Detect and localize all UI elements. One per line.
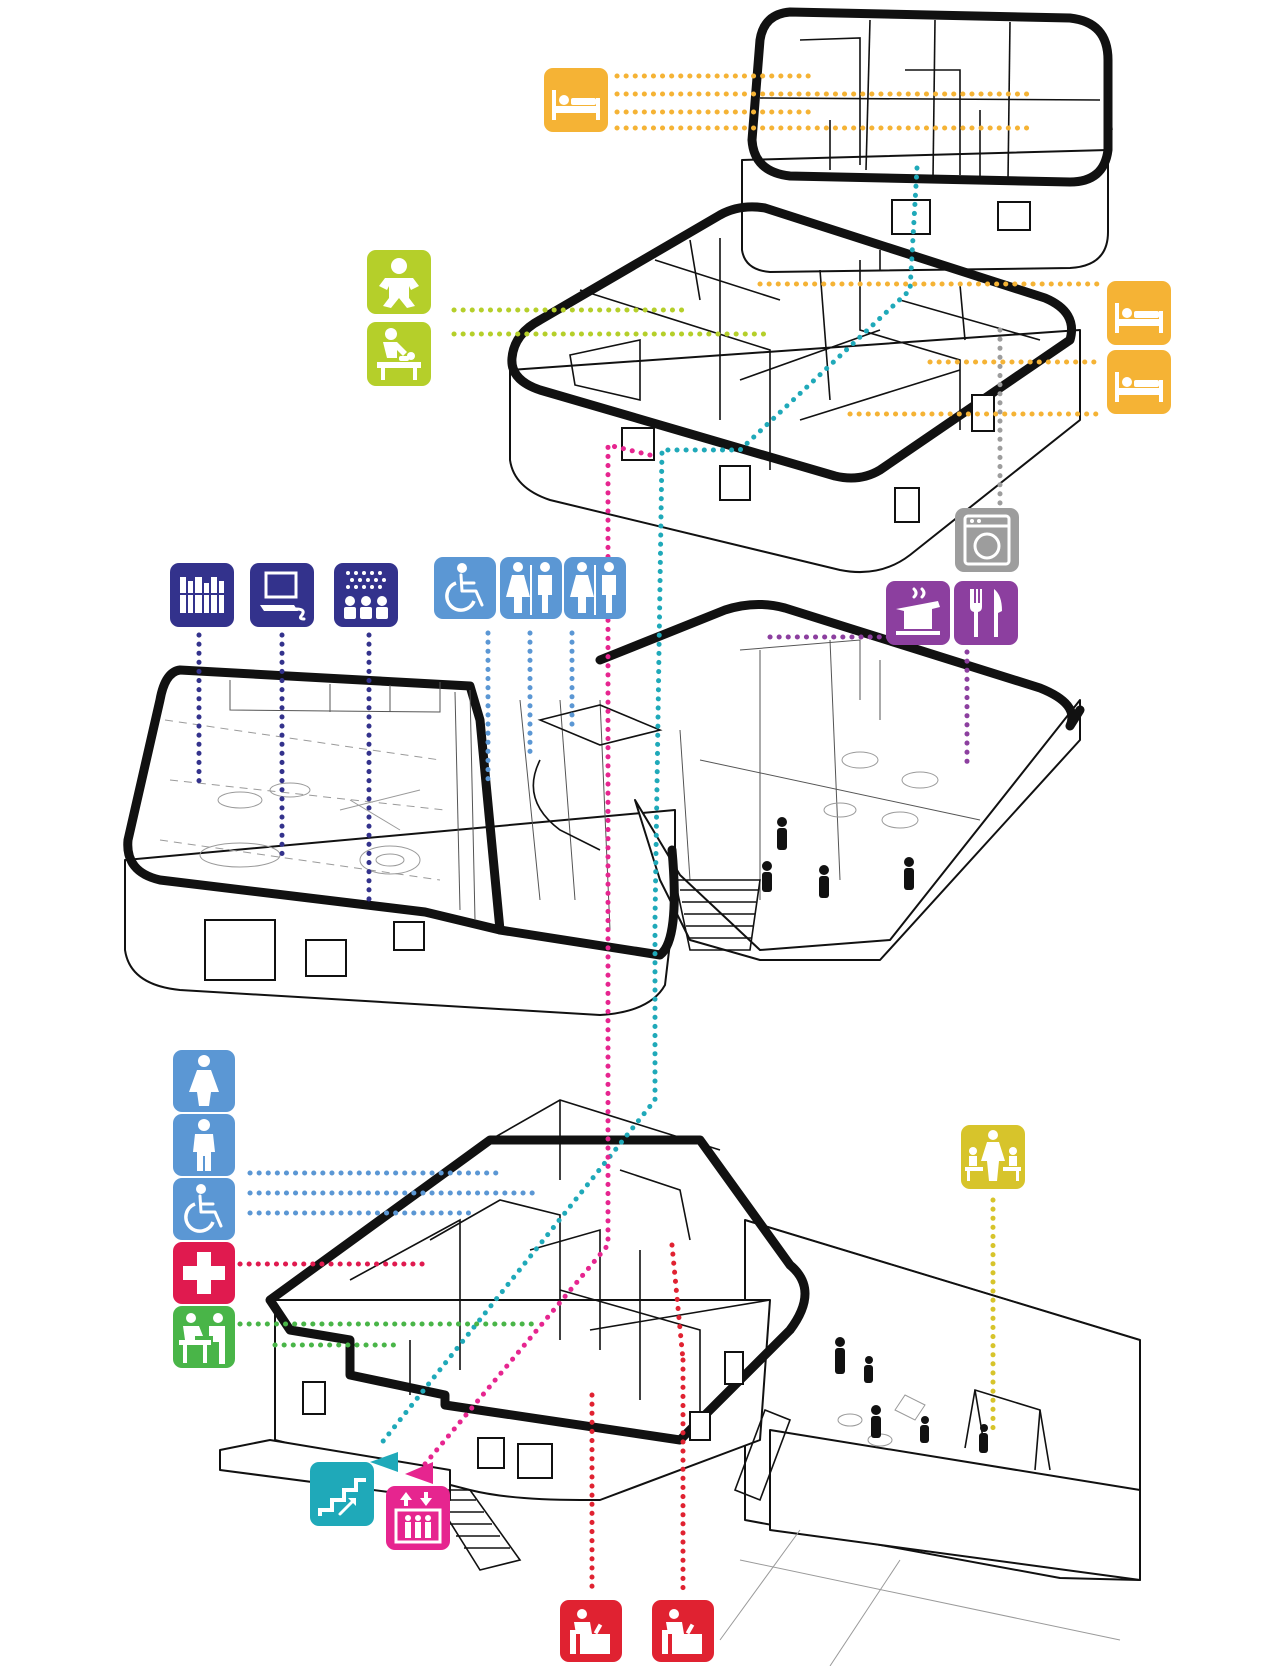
window (894, 487, 920, 523)
window (477, 1437, 505, 1469)
window (689, 1411, 711, 1441)
first-aid-cross-icon (173, 1242, 235, 1304)
window (891, 199, 931, 235)
lift-icon (386, 1486, 450, 1550)
window (997, 201, 1031, 231)
top-floor-volume (741, 7, 1113, 273)
reception-desk-icon (560, 1600, 622, 1662)
leader-bedroom-top (614, 73, 1033, 131)
toilet-icon (500, 557, 562, 619)
fork-knife-icon (954, 581, 1018, 645)
second-floor-volume (507, 202, 1081, 574)
theatre-icon (334, 563, 398, 627)
entrance-stair (674, 879, 761, 951)
side-stair (733, 1408, 792, 1502)
computer-icon (250, 563, 314, 627)
window (724, 1351, 744, 1385)
stairs-icon (310, 1462, 374, 1526)
baby-changing-icon (367, 322, 431, 386)
stairs-arrow (370, 1452, 398, 1472)
bed-icon (544, 68, 608, 132)
kitchen-pot-icon (886, 581, 950, 645)
leader-reception-b-2 (669, 1242, 686, 1363)
window (204, 919, 276, 981)
baby-icon (367, 250, 431, 314)
washing-machine-icon (955, 508, 1019, 572)
library-books-icon (170, 563, 234, 627)
leader-lift (417, 441, 653, 1473)
leader-lines (196, 73, 1103, 1598)
window (302, 1381, 326, 1415)
window (719, 465, 751, 501)
leader-stairs (377, 165, 920, 1448)
wheelchair-icon (434, 557, 496, 619)
bed-icon (1107, 350, 1171, 414)
wheelchair-icon (173, 1178, 235, 1240)
playground-icon (961, 1125, 1025, 1189)
bed-icon (1107, 281, 1171, 345)
window (517, 1443, 553, 1479)
male-icon (173, 1114, 235, 1176)
first-floor-volume (123, 600, 1085, 1016)
consultation-icon (173, 1306, 235, 1368)
reception-desk-icon (652, 1600, 714, 1662)
window (305, 939, 347, 977)
ground-floor-volume (219, 1099, 1141, 1666)
female-icon (173, 1050, 235, 1112)
lift-arrow (405, 1462, 433, 1484)
window (621, 427, 655, 461)
pictograms (170, 68, 1171, 1662)
ground-entrance-stair (428, 1489, 522, 1571)
window (393, 921, 425, 951)
toilet-icon (564, 557, 626, 619)
